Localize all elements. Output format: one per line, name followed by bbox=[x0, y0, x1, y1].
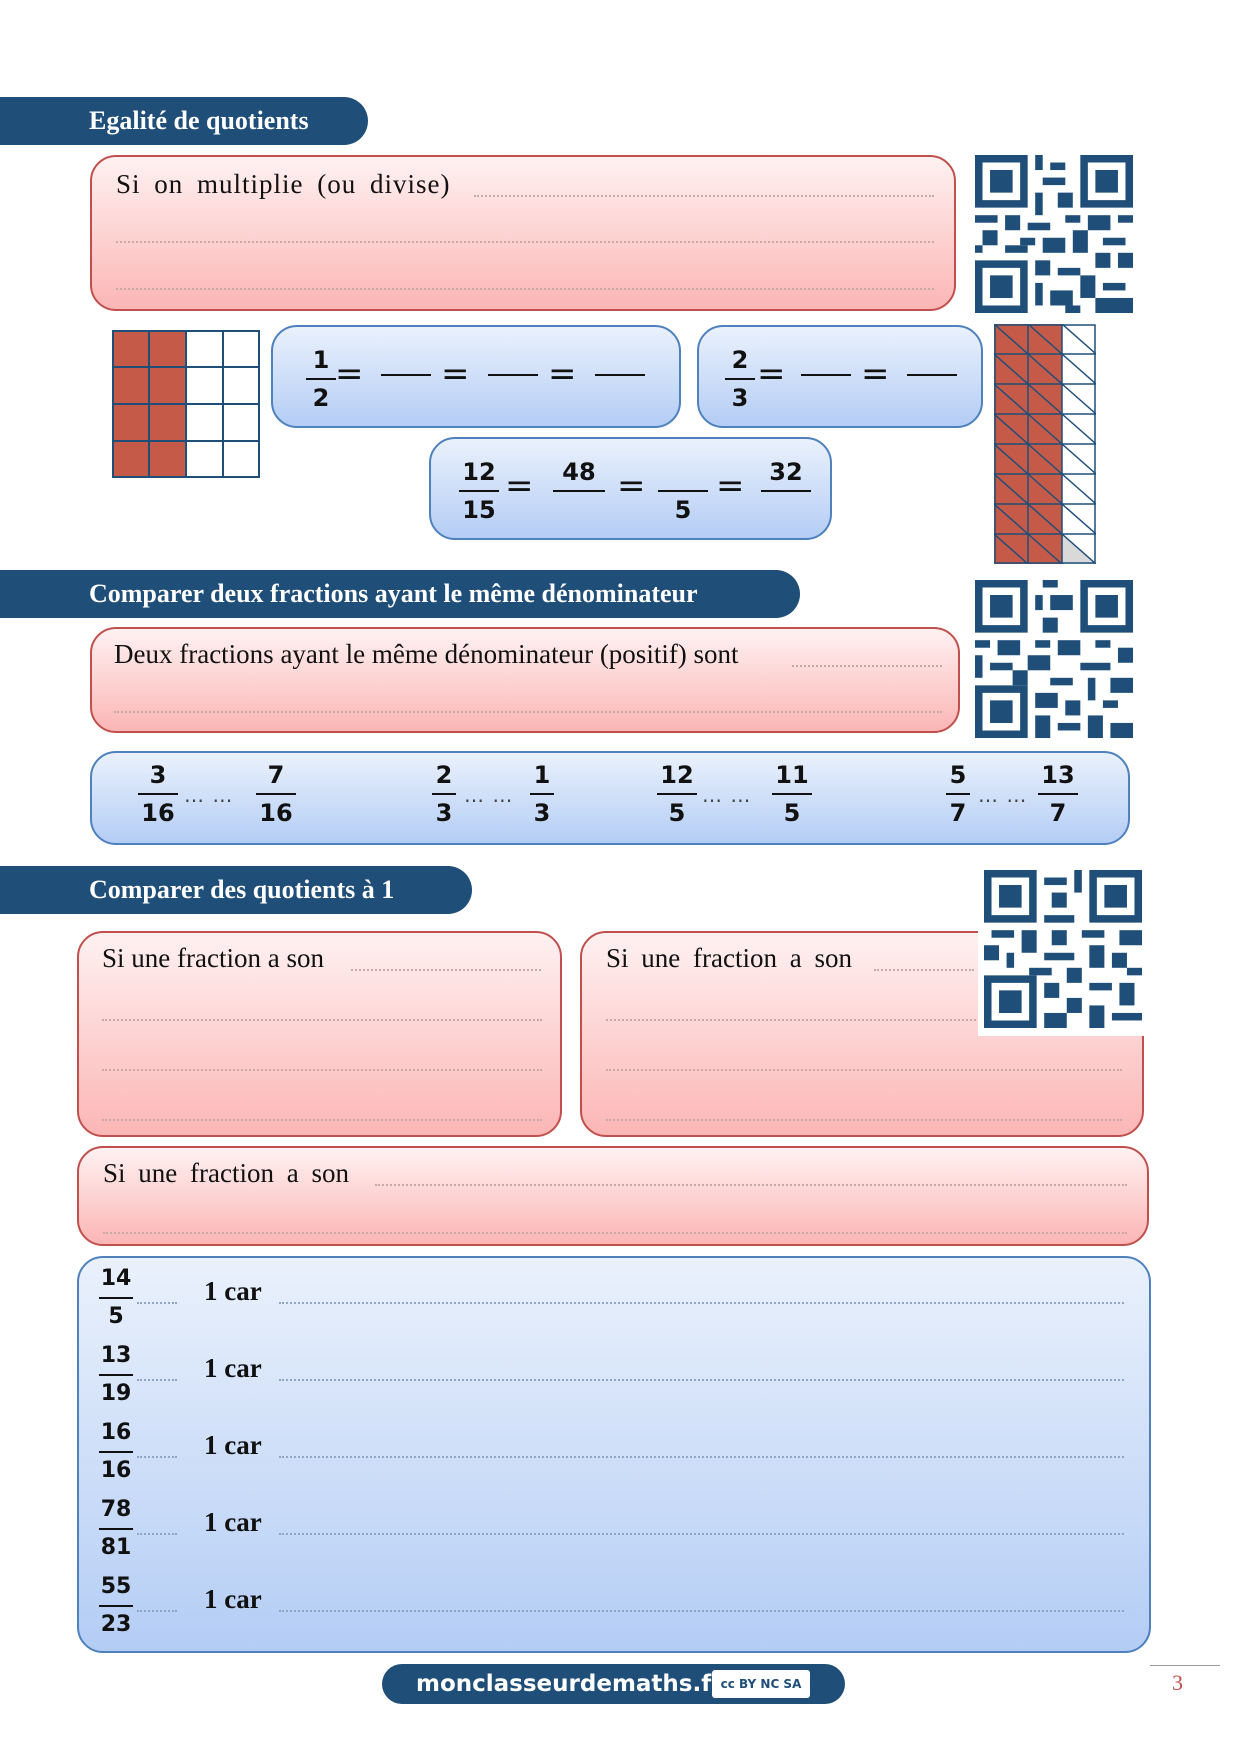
row-label: 1 car bbox=[204, 1584, 262, 1614]
blank-line bbox=[116, 241, 934, 243]
answer-line bbox=[279, 1302, 1124, 1304]
fraction-partial: 32 bbox=[761, 459, 811, 523]
site-name[interactable]: monclasseurdemaths.fr bbox=[416, 1671, 723, 1697]
blank-line bbox=[606, 1069, 1122, 1071]
row-label: 1 car bbox=[204, 1276, 262, 1306]
rule-text: Si une fraction a son bbox=[103, 1158, 349, 1188]
blank-line bbox=[116, 288, 934, 290]
qr-code-icon bbox=[975, 155, 1133, 313]
answer-line bbox=[279, 1456, 1124, 1458]
row-label: 1 car bbox=[204, 1507, 262, 1537]
page-number: 3 bbox=[1172, 1670, 1183, 1695]
comparison-blank: … … bbox=[702, 783, 752, 807]
equals-sign: = bbox=[757, 354, 786, 394]
blank-fraction bbox=[595, 374, 645, 376]
blank-fraction bbox=[801, 374, 851, 376]
blank-line bbox=[606, 1119, 1122, 1121]
row-label: 1 car bbox=[204, 1430, 262, 1460]
equals-sign: = bbox=[335, 354, 364, 394]
rule-text: Si une fraction a son bbox=[102, 943, 324, 973]
rule-text: Si une fraction a son bbox=[606, 943, 852, 973]
equals-sign: = bbox=[861, 354, 890, 394]
page-number-rule bbox=[1150, 1665, 1220, 1666]
answer-line bbox=[279, 1379, 1124, 1381]
section-title-comparer-denominateur: Comparer deux fractions ayant le même dé… bbox=[0, 570, 800, 618]
blank-line bbox=[351, 969, 541, 971]
qr-code-icon bbox=[978, 866, 1144, 1036]
rule-text: Si on multiplie (ou divise) bbox=[116, 169, 451, 199]
comparison-blank: … … bbox=[464, 783, 514, 807]
section-title-egalite: Egalité de quotients bbox=[0, 97, 368, 145]
comparison-blank bbox=[137, 1456, 177, 1458]
blank-line bbox=[114, 711, 942, 713]
fraction-partial: 5 bbox=[658, 459, 708, 523]
blank-line bbox=[874, 969, 974, 971]
comparison-blank bbox=[137, 1302, 177, 1304]
equals-sign: = bbox=[505, 466, 534, 506]
blank-fraction bbox=[488, 374, 538, 376]
fraction-partial: 48 bbox=[553, 459, 605, 523]
equals-sign: = bbox=[548, 354, 577, 394]
blank-line bbox=[102, 1019, 542, 1021]
comparison-blank bbox=[137, 1533, 177, 1535]
blank-fraction bbox=[907, 374, 957, 376]
row-label: 1 car bbox=[204, 1353, 262, 1383]
blank-line bbox=[792, 665, 942, 667]
equals-sign: = bbox=[441, 354, 470, 394]
rule-box-egalite: Si on multiplie (ou divise) bbox=[90, 155, 956, 311]
creative-commons-icon: cc BY NC SA bbox=[712, 1670, 810, 1698]
rule-box-full: Si une fraction a son bbox=[77, 1146, 1149, 1246]
comparison-blank bbox=[137, 1379, 177, 1381]
blank-line bbox=[474, 195, 934, 197]
blank-line bbox=[103, 1232, 1127, 1234]
blank-line bbox=[102, 1119, 542, 1121]
blank-fraction bbox=[381, 374, 431, 376]
answer-line bbox=[279, 1533, 1124, 1535]
blank-line bbox=[375, 1184, 1127, 1186]
rule-box-denominateur: Deux fractions ayant le même dénominateu… bbox=[90, 627, 960, 733]
comparison-blank: … … bbox=[978, 783, 1028, 807]
equals-sign: = bbox=[716, 466, 745, 506]
section-title-comparer-un: Comparer des quotients à 1 bbox=[0, 866, 472, 914]
blank-line bbox=[102, 1069, 542, 1071]
fraction-grid-two-thirds bbox=[993, 323, 1097, 569]
comparison-blank bbox=[137, 1610, 177, 1612]
rule-box-left: Si une fraction a son bbox=[77, 931, 562, 1137]
rule-text: Deux fractions ayant le même dénominateu… bbox=[114, 639, 739, 669]
blank-line bbox=[606, 1019, 976, 1021]
equals-sign: = bbox=[617, 466, 646, 506]
footer-site-banner[interactable]: monclasseurdemaths.fr cc BY NC SA bbox=[382, 1664, 845, 1704]
qr-code-icon bbox=[975, 580, 1133, 738]
fraction-grid-half bbox=[112, 330, 260, 483]
comparison-blank: … … bbox=[184, 783, 234, 807]
answer-line bbox=[279, 1610, 1124, 1612]
